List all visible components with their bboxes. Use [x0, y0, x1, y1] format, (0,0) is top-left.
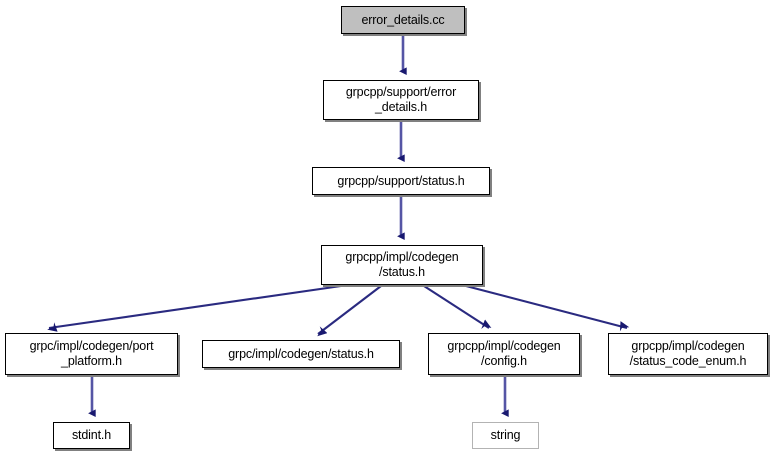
graph-node-label: error_details.cc: [361, 12, 445, 27]
graph-node-label: string: [490, 428, 521, 443]
edge-grpcpp_impl_codegen_status_h-to-grpc_impl_codegen_port_platform_h: [47, 284, 342, 332]
graph-node-grpcpp-support-status-h[interactable]: grpcpp/support/status.h: [312, 167, 490, 195]
graph-node-grpcpp-impl-codegen-status-code-enum-h[interactable]: grpcpp/impl/codegen /status_code_enum.h: [608, 333, 768, 375]
graph-node-error-details-cc[interactable]: error_details.cc: [341, 6, 465, 34]
graph-node-label: grpc/impl/codegen/status.h: [228, 346, 374, 361]
graph-node-label: grpcpp/impl/codegen /status.h: [345, 250, 459, 279]
diagonal-edges: [47, 284, 630, 337]
edge-grpcpp_impl_codegen_status_h-to-grpcpp_impl_codegen_config_h: [423, 285, 492, 329]
graph-node-grpc-impl-codegen-port-platform-h[interactable]: grpc/impl/codegen/port _platform.h: [5, 333, 178, 375]
graph-node-grpcpp-impl-codegen-status-h[interactable]: grpcpp/impl/codegen /status.h: [321, 245, 483, 285]
graph-node-label: grpcpp/support/error _details.h: [345, 85, 457, 114]
graph-node-label: grpcpp/impl/codegen /status_code_enum.h: [629, 339, 747, 368]
graph-node-grpcpp-impl-codegen-config-h[interactable]: grpcpp/impl/codegen /config.h: [428, 333, 580, 375]
graph-node-label: grpcpp/support/status.h: [337, 173, 465, 188]
graph-node-label: stdint.h: [71, 428, 112, 443]
graph-node-string[interactable]: string: [472, 422, 539, 449]
vertical-edges: [88, 34, 509, 417]
graph-node-grpc-impl-codegen-status-h[interactable]: grpc/impl/codegen/status.h: [202, 340, 400, 368]
graph-node-label: grpcpp/impl/codegen /config.h: [447, 339, 561, 368]
graph-node-grpcpp-support-error-details-h[interactable]: grpcpp/support/error _details.h: [323, 80, 479, 120]
graph-node-label: grpc/impl/codegen/port _platform.h: [29, 339, 154, 368]
edge-grpcpp_impl_codegen_status_h-to-grpcpp_impl_codegen_status_code_enum_h: [465, 284, 630, 332]
graph-node-stdint-h[interactable]: stdint.h: [53, 422, 130, 449]
edge-grpcpp_impl_codegen_status_h-to-grpc_impl_codegen_status_h: [317, 285, 382, 337]
